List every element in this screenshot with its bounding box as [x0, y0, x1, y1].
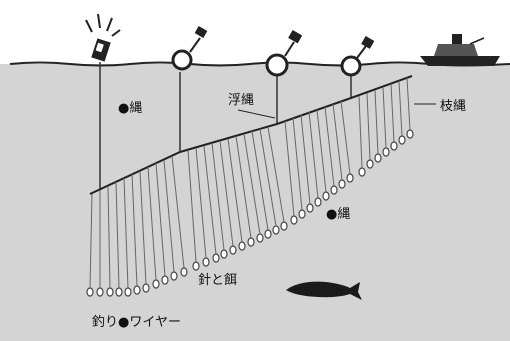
float-icon: [340, 36, 375, 98]
radio-buoy-icon: [85, 13, 121, 190]
label-hook-bait: 針と餌: [198, 273, 237, 288]
main-line: [89, 75, 413, 195]
flag-buoy-icon: [194, 26, 208, 38]
sea-surface: [9, 61, 510, 67]
fishing-boat-icon: [420, 34, 500, 66]
label-fishing-wire: 釣り●ワイヤー: [92, 314, 181, 330]
branch-lines: [89, 77, 411, 289]
float-icon: [265, 30, 303, 124]
flag-buoy-icon: [288, 30, 303, 44]
hook-bait-icon: [86, 129, 414, 297]
label-rope-upper: ●縄: [118, 101, 142, 116]
label-rope-lower: ●縄: [326, 207, 350, 222]
label-branch-line: 枝縄: [440, 99, 466, 114]
float-icon: [171, 26, 208, 152]
flag-buoy-icon: [361, 36, 375, 49]
leader-float-line: [237, 109, 276, 119]
label-float-line: 浮縄: [228, 93, 254, 108]
fish-icon: [286, 281, 362, 300]
